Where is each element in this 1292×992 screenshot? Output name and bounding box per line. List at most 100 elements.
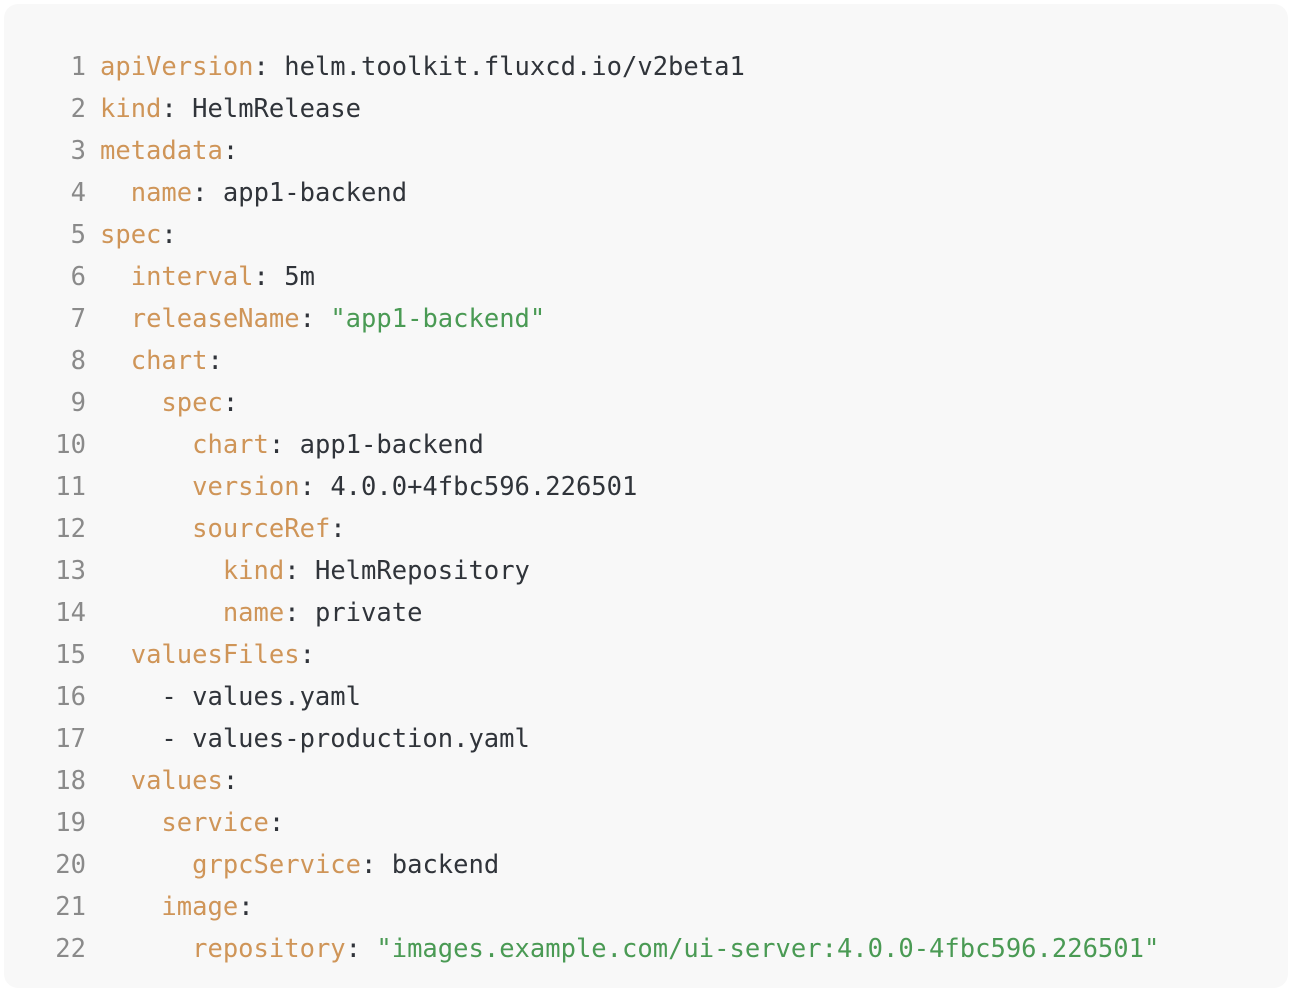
code-line-text[interactable]: chart: app1-backend [86, 424, 484, 466]
code-token-key: releaseName [130, 304, 300, 334]
code-line-text[interactable]: chart: [86, 340, 223, 382]
code-token-punc: : [222, 388, 239, 418]
code-token-key: chart [192, 430, 269, 460]
code-line[interactable]: 20 grpcService: backend [4, 844, 1288, 886]
code-line-text[interactable]: name: private [86, 592, 423, 634]
line-number: 22 [55, 934, 86, 964]
code-line-text[interactable]: grpcService: backend [86, 844, 499, 886]
code-line[interactable]: 17 - values-production.yaml [4, 718, 1288, 760]
code-line[interactable]: 6 interval: 5m [4, 256, 1288, 298]
code-line[interactable]: 13 kind: HelmRepository [4, 550, 1288, 592]
code-token-plain [100, 514, 192, 544]
code-line-text[interactable]: apiVersion: helm.toolkit.fluxcd.io/v2bet… [86, 46, 745, 88]
code-line-text[interactable]: - values-production.yaml [86, 718, 530, 760]
code-line-text[interactable]: sourceRef: [86, 508, 346, 550]
line-number: 18 [55, 766, 86, 796]
line-number: 7 [70, 304, 86, 334]
code-line-text[interactable]: image: [86, 886, 253, 928]
code-token-plain: 5m [284, 262, 315, 292]
line-number: 20 [55, 850, 86, 880]
code-line[interactable]: 10 chart: app1-backend [4, 424, 1288, 466]
code-line[interactable]: 8 chart: [4, 340, 1288, 382]
code-line-text[interactable]: releaseName: "app1-backend" [86, 298, 546, 340]
code-token-punc: : [268, 808, 285, 838]
code-token-plain [100, 640, 131, 670]
code-token-plain [100, 850, 192, 880]
code-token-key: metadata [100, 136, 223, 166]
code-line[interactable]: 9 spec: [4, 382, 1288, 424]
code-line[interactable]: 21 image: [4, 886, 1288, 928]
line-number: 6 [70, 262, 86, 292]
code-token-plain: app1-backend [299, 430, 484, 460]
code-token-str: "app1-backend" [330, 304, 546, 334]
code-line-text[interactable]: metadata: [86, 130, 238, 172]
code-token-punc: : [207, 346, 223, 376]
code-token-key: apiVersion [100, 52, 254, 82]
line-number: 21 [55, 892, 86, 922]
code-line-text[interactable]: - values.yaml [86, 676, 361, 718]
code-token-key: name [222, 598, 285, 628]
code-line[interactable]: 15 valuesFiles: [4, 634, 1288, 676]
line-number: 3 [70, 136, 86, 166]
code-token-key: spec [100, 220, 162, 250]
code-line-text[interactable]: service: [86, 802, 284, 844]
line-number: 17 [55, 724, 86, 754]
line-number: 16 [55, 682, 86, 712]
code-token-punc: : [284, 598, 315, 628]
code-line[interactable]: 7 releaseName: "app1-backend" [4, 298, 1288, 340]
line-number: 13 [55, 556, 86, 586]
code-line[interactable]: 16 - values.yaml [4, 676, 1288, 718]
code-line-text[interactable]: name: app1-backend [86, 172, 407, 214]
code-line[interactable]: 22 repository: "images.example.com/ui-se… [4, 928, 1288, 970]
code-line-text[interactable]: values: [86, 760, 238, 802]
line-number: 15 [55, 640, 86, 670]
code-line-text[interactable]: interval: 5m [86, 256, 315, 298]
line-number: 11 [55, 472, 86, 502]
line-number: 10 [55, 430, 86, 460]
line-number: 9 [70, 388, 86, 418]
code-token-punc: : [284, 556, 315, 586]
code-token-key: repository [192, 934, 346, 964]
code-line-text[interactable]: kind: HelmRepository [86, 550, 530, 592]
code-token-punc: : [222, 766, 239, 796]
code-line-text[interactable]: version: 4.0.0+4fbc596.226501 [86, 466, 637, 508]
code-line[interactable]: 14 name: private [4, 592, 1288, 634]
code-token-punc: : [299, 640, 315, 670]
code-line[interactable]: 18 values: [4, 760, 1288, 802]
code-token-key: valuesFiles [130, 640, 300, 670]
code-token-plain [100, 304, 131, 334]
code-token-punc: : [192, 178, 223, 208]
code-token-punc: : [299, 304, 331, 334]
code-token-plain [100, 262, 131, 292]
code-line[interactable]: 4 name: app1-backend [4, 172, 1288, 214]
code-token-plain: private [314, 598, 423, 628]
code-token-plain [100, 388, 161, 418]
code-line-text[interactable]: valuesFiles: [86, 634, 315, 676]
code-line[interactable]: 11 version: 4.0.0+4fbc596.226501 [4, 466, 1288, 508]
code-token-punc: : [361, 850, 392, 880]
code-line[interactable]: 19 service: [4, 802, 1288, 844]
line-number: 19 [55, 808, 86, 838]
line-number: 5 [70, 220, 86, 250]
code-token-key: grpcService [192, 850, 362, 880]
code-token-plain [100, 556, 223, 586]
code-line-text[interactable]: repository: "images.example.com/ui-serve… [86, 928, 1159, 970]
code-line[interactable]: 12 sourceRef: [4, 508, 1288, 550]
code-line-text[interactable]: spec: [86, 214, 177, 256]
code-token-plain [100, 598, 223, 628]
code-line-text[interactable]: spec: [86, 382, 238, 424]
code-token-punc: : [253, 262, 285, 292]
code-token-key: spec [161, 388, 223, 418]
code-token-plain [100, 892, 161, 922]
code-token-plain: - values-production.yaml [100, 724, 530, 754]
code-token-punc: : [345, 934, 377, 964]
code-token-punc: : [161, 94, 193, 124]
code-token-plain [100, 178, 131, 208]
line-number: 12 [55, 514, 86, 544]
code-line-text[interactable]: kind: HelmRelease [86, 88, 361, 130]
